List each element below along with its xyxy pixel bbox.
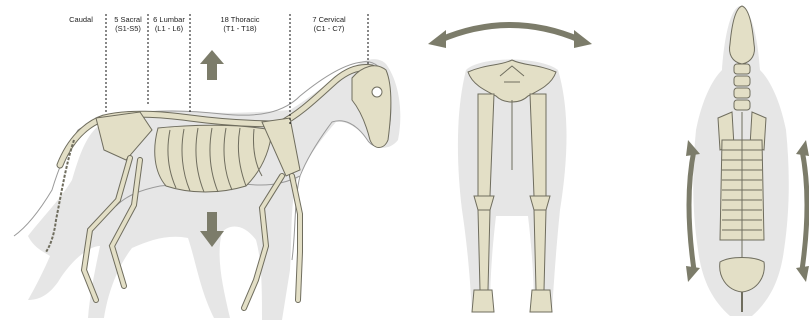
eye-orbit xyxy=(372,87,382,97)
curved-double-arrow-icon xyxy=(440,25,580,40)
arrow-up-icon xyxy=(200,50,224,80)
skull-lateral xyxy=(352,66,391,148)
curved-arrow-left-icon xyxy=(689,150,694,270)
dorsal-view xyxy=(686,6,809,316)
rear-view xyxy=(428,25,592,312)
curved-arrow-right-icon xyxy=(802,150,807,270)
lateral-view xyxy=(14,14,400,320)
